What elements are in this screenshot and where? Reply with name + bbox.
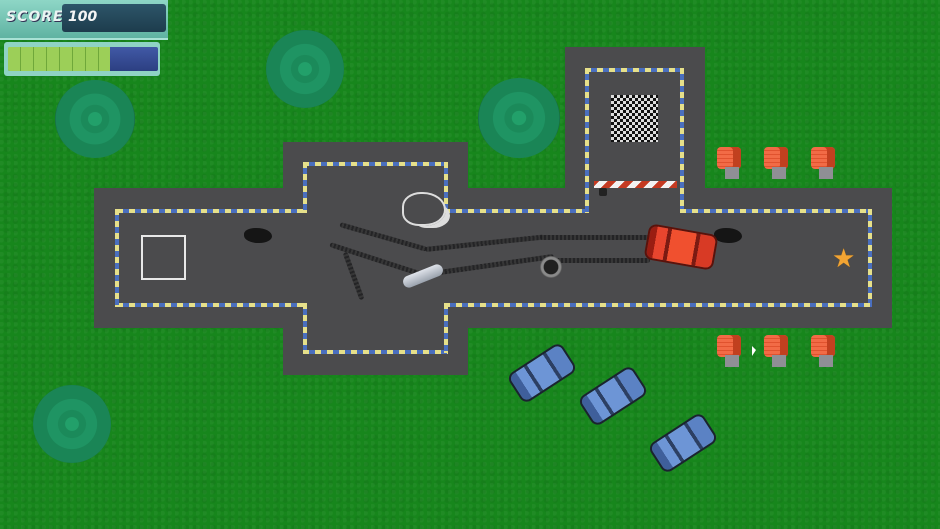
track-border — [444, 209, 589, 213]
track-border — [117, 209, 307, 213]
seat-obstacle — [717, 147, 741, 181]
seat-obstacle — [811, 335, 835, 369]
bush — [33, 385, 111, 463]
seat-obstacle — [764, 147, 788, 181]
parked-car — [508, 344, 576, 402]
checkered-finish-flag — [611, 95, 658, 142]
track-border — [115, 209, 119, 307]
bush — [478, 78, 560, 158]
bush — [266, 30, 344, 108]
track-border — [117, 303, 307, 307]
health-bar — [4, 42, 160, 76]
score-value: 100 — [68, 9, 98, 25]
health-bar-track — [8, 47, 158, 71]
track-border — [444, 303, 872, 307]
tire-mark — [540, 235, 650, 240]
track-border — [444, 162, 448, 213]
score-box: 100 — [62, 4, 166, 32]
track-border — [868, 209, 872, 307]
score-label: SCORE: — [6, 9, 71, 25]
track-border — [303, 350, 448, 354]
track-border — [680, 68, 684, 213]
track-border — [680, 209, 872, 213]
parked-car — [649, 414, 717, 472]
barrier-post — [599, 188, 607, 196]
track-border — [303, 162, 448, 166]
star-icon: ★ — [832, 244, 856, 274]
track-border — [585, 68, 589, 213]
score-panel: SCORE: 100 — [0, 0, 168, 40]
seat-obstacle — [717, 335, 741, 369]
track-border — [444, 303, 448, 353]
track-border — [585, 68, 684, 72]
parking-target-box — [141, 235, 186, 280]
mouse-cursor — [752, 346, 756, 356]
striped-barrier — [594, 181, 677, 188]
bush — [55, 80, 135, 158]
pedestrian — [714, 228, 742, 243]
pedestrian — [244, 228, 272, 243]
manhole — [540, 256, 562, 278]
seat-obstacle — [764, 335, 788, 369]
seat-obstacle — [811, 147, 835, 181]
track-border — [303, 303, 307, 353]
health-bar-fill — [8, 47, 110, 71]
chalk-scribble — [402, 192, 446, 226]
tire-mark — [545, 258, 650, 263]
track-border — [303, 162, 307, 213]
parked-car — [579, 367, 647, 425]
